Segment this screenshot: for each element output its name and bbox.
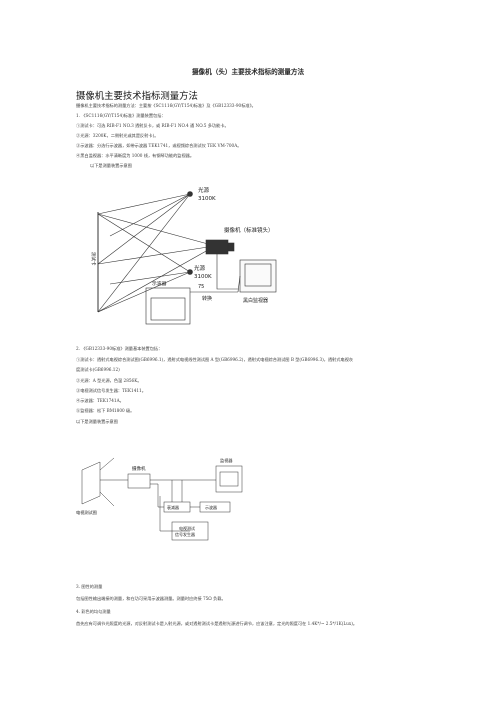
oscilloscope-line: ③示波器：分选行示波器，如带示波器 TEK1741，或视频综合测试仪 TEK V… bbox=[76, 143, 242, 148]
impedance-label: 75 bbox=[198, 284, 204, 290]
temp-bottom-label: 3100K bbox=[194, 274, 212, 280]
monitor-label: 黑白监视器 bbox=[243, 297, 268, 304]
attenuator-label: 衰减器 bbox=[167, 504, 179, 510]
test-card-label: 测试卡 bbox=[90, 252, 97, 266]
test-chart-line-cont: 度测试卡(GB6996.12) bbox=[76, 367, 120, 372]
intro-line: 摄像机主要技术指标的测量方法：主要按《SC1116(GY/T154)标准》及《G… bbox=[76, 103, 256, 108]
scope-box bbox=[145, 287, 191, 325]
camera-label: 摄像机（标准镜头） bbox=[224, 226, 274, 234]
section-title: 摄像机主要技术指标测量方法 bbox=[76, 91, 198, 102]
light-bottom-label: 光源 bbox=[194, 264, 206, 272]
section-3-body: 包括图性输出端接的测量，和在功可采用示波器测量。测量时应终接 75Ω 负载。 bbox=[76, 596, 226, 601]
scope-2-label: 示波器 bbox=[205, 504, 217, 510]
light-source-line: ②光源：3200K，二侧射光或其是反射卡)。 bbox=[76, 133, 159, 138]
standard-2-heading: 2. 《GB12333-90标准》测量基本装置包括： bbox=[76, 346, 163, 351]
camera-2-label: 摄像机 bbox=[132, 465, 146, 472]
camera-box-2 bbox=[127, 473, 151, 489]
oscilloscope-2-line: ④示波器：TEK1741A。 bbox=[76, 398, 124, 403]
section-4-heading: 4. 彩色的均匀测量 bbox=[76, 609, 111, 614]
measurement-setup-diagram-2: 摄像机 电视测试图 监视器 衰减器 示波器 电视测试 信号发生器 bbox=[76, 457, 243, 541]
light-source-2-line: ②光源：A 型光源，色温 2856K。 bbox=[76, 378, 142, 383]
section-3-heading: 3. 图性的测量 bbox=[76, 584, 103, 589]
test-card-line: ①测试卡：可选 RIB-F1 NO.3 透射反卡，或 RIB-F1 NO.4 通… bbox=[76, 123, 229, 128]
measurement-setup-diagram-1: 光源 3100K 光源 3100K 摄像机（标准镜头） 测试卡 示波器 75 转… bbox=[90, 186, 277, 325]
figure-1-caption: 以下是测量装置示意图 bbox=[90, 163, 132, 168]
section-4-body: 首先应有可调节光照度的光源，对反射测试卡是入射光源，或对透射测试卡是透射光源进行… bbox=[76, 621, 358, 626]
scope-label: 示波器 bbox=[152, 280, 167, 287]
monitor-box-2 bbox=[215, 465, 243, 493]
doc-title: 摄像机（头）主要技术指标的测量方法 bbox=[191, 68, 305, 76]
monitor-2-label: 监视器 bbox=[220, 457, 233, 464]
monitor-2-line: ⑤监视器：松下 BM1800 级。 bbox=[76, 408, 135, 413]
monitor-box bbox=[239, 259, 277, 293]
temp-top-label: 3100K bbox=[198, 196, 216, 202]
figure-2-caption: 以下是测量装置示意图 bbox=[76, 419, 118, 424]
test-chart-label: 电视测试图 bbox=[76, 509, 97, 516]
light-top-label: 光源 bbox=[198, 186, 210, 194]
switch-label: 转换 bbox=[202, 295, 212, 302]
signal-generator-label-2: 信号发生器 bbox=[175, 531, 195, 537]
monitor-line: ④黑白监视器：水平清晰度为 1000 线，有钢琴功能的监视器。 bbox=[76, 153, 195, 158]
standard-1-heading: 1. 《SC1116(GY/T154)标准》测量装置包括： bbox=[76, 113, 166, 118]
signal-generator-line: ③电视测试信号发生器：TEK1411。 bbox=[76, 388, 146, 393]
test-chart-line: ①测试卡：透射式电视综合测试图(GB6996.1)，透射式电视线性测试图 A 型… bbox=[76, 357, 354, 362]
signal-generator-label: 电视测试 bbox=[179, 525, 195, 531]
camera-box bbox=[205, 239, 229, 255]
